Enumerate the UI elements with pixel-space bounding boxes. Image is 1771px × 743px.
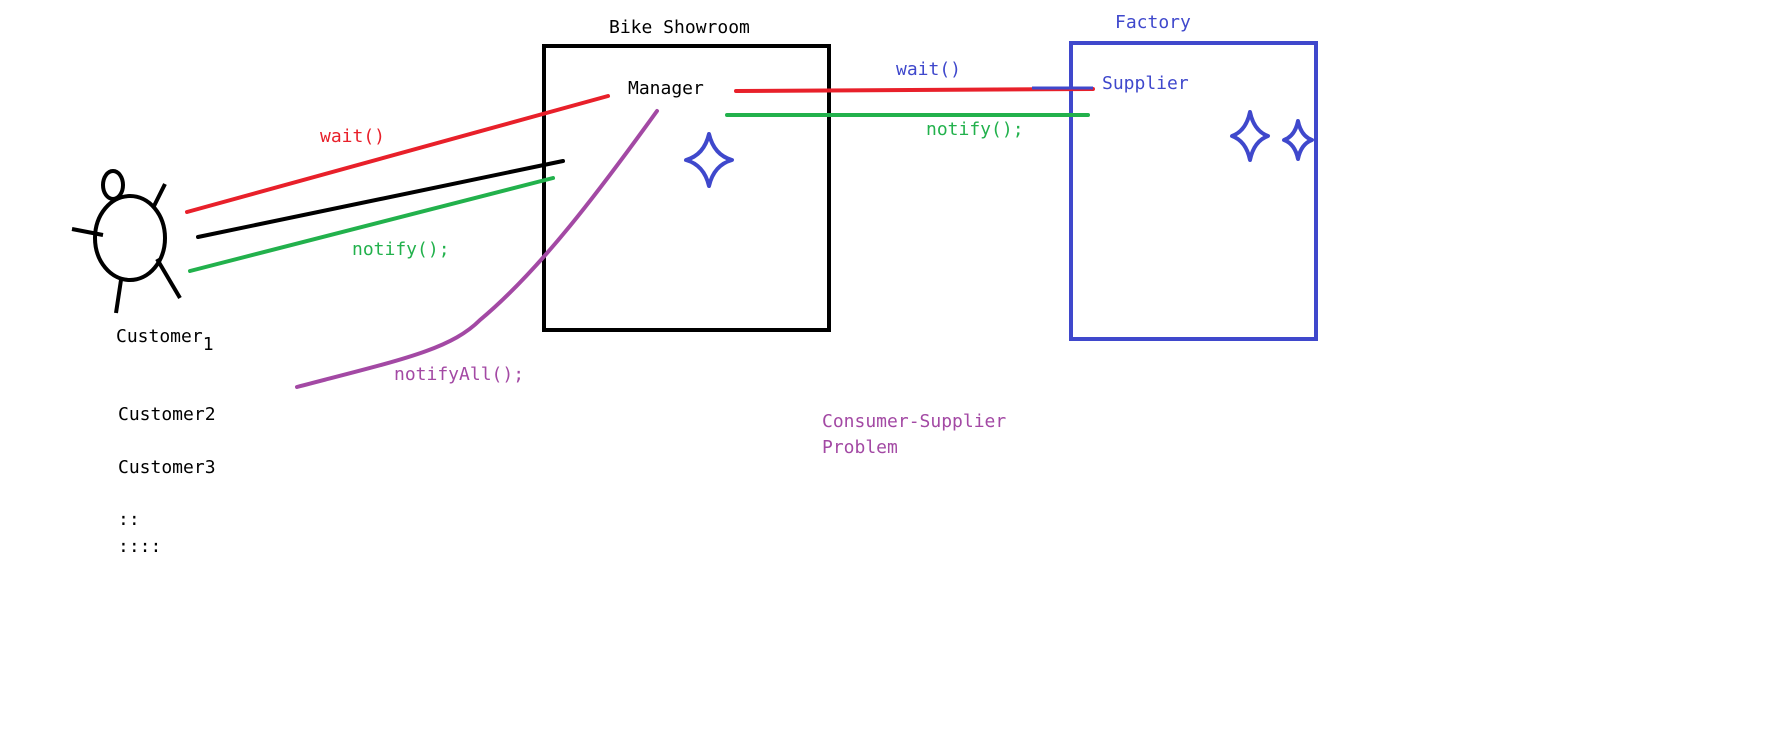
problem-title-line1: Consumer-Supplier [822,411,1006,432]
wait-label-left: wait() [320,126,385,147]
notify-label-right: notify(); [926,119,1024,140]
bike-showroom-title: Bike Showroom [609,17,750,38]
wait-line-customer [185,94,610,214]
manager-label: Manager [628,78,704,99]
problem-title-line2: Problem [822,437,898,458]
factory-box [1069,41,1318,341]
customer-figure [71,169,182,314]
notify-line-customer [188,176,555,273]
notify-label-left: notify(); [352,239,450,260]
customer1-label: Customer1 [116,326,214,355]
supplier-star-large-icon [1230,110,1270,162]
notify-all-label: notifyAll(); [394,364,524,385]
supplier-label: Supplier [1102,73,1189,94]
factory-title: Factory [1115,12,1191,33]
wait-label-right: wait() [896,59,961,80]
customer-name: Customer [116,326,203,347]
request-line-customer [196,159,565,239]
notify-all-curve [295,109,659,389]
bike-showroom-box [542,44,831,332]
ellipsis-long: :::: [118,536,161,557]
ellipsis-short: :: [118,509,140,530]
customer-subscript: 1 [203,334,214,355]
manager-star-icon [684,132,734,188]
customer2-label: Customer2 [118,404,216,425]
customer3-label: Customer3 [118,457,216,478]
supplier-star-small-icon [1282,119,1314,161]
